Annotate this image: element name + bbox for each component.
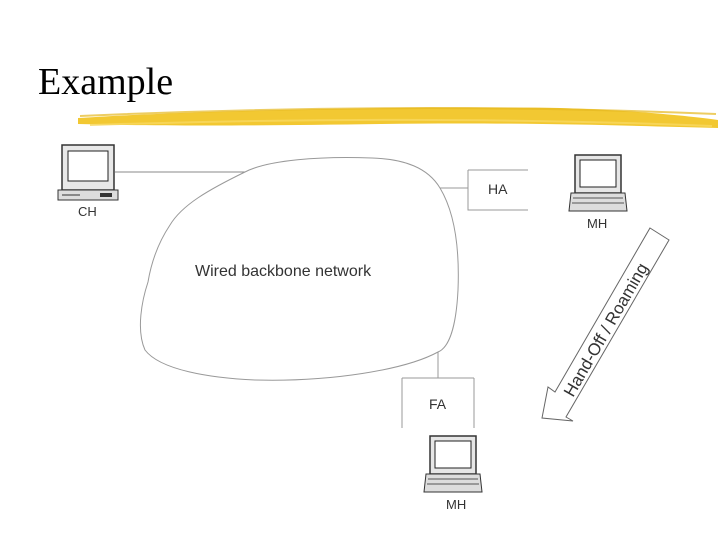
slide-title: Example bbox=[38, 61, 174, 103]
title-underline bbox=[78, 107, 718, 128]
mh-top-label: MH bbox=[587, 216, 607, 231]
mh-bottom-laptop-icon: MH bbox=[423, 435, 483, 512]
handoff-arrow: Hand-Off / Roaming bbox=[541, 227, 670, 422]
ha-node: HA bbox=[440, 169, 528, 211]
cloud-label: Wired backbone network bbox=[195, 263, 372, 280]
fa-node: FA bbox=[401, 352, 475, 428]
handoff-arrow-label: Hand-Off / Roaming bbox=[560, 260, 652, 400]
ch-label: CH bbox=[78, 204, 97, 219]
mh-top-laptop-icon: MH bbox=[568, 154, 628, 231]
fa-label: FA bbox=[429, 396, 447, 412]
backbone-cloud bbox=[139, 157, 459, 381]
ch-desktop-icon: CH bbox=[57, 144, 119, 219]
ha-label: HA bbox=[488, 181, 508, 197]
mh-bottom-label: MH bbox=[446, 497, 466, 512]
